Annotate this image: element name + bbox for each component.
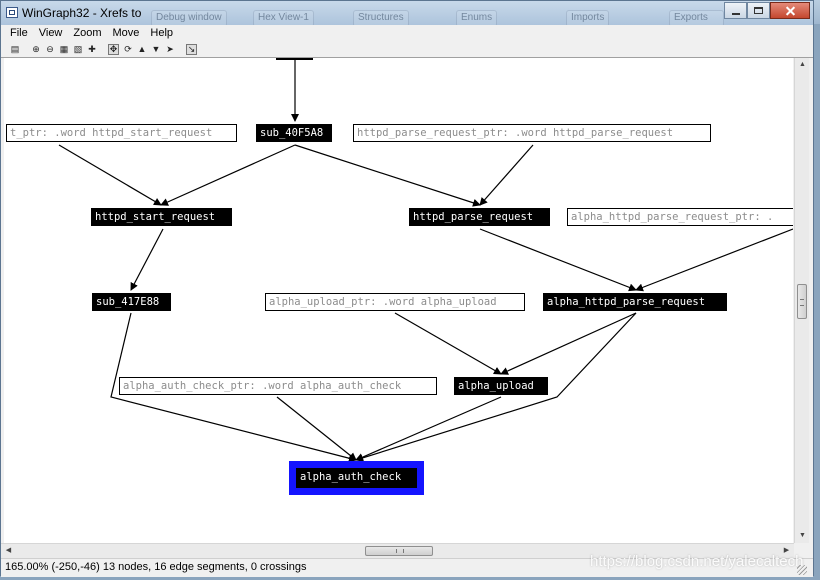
- edge-upload-ptr-upload: [394, 312, 502, 375]
- graph-node-sub-417e88[interactable]: sub_417E88: [92, 293, 171, 311]
- edge-sub40F5A8-parse: [294, 144, 481, 207]
- graph-node-alpha-upload[interactable]: alpha_upload: [454, 377, 548, 395]
- expand-icon[interactable]: ➤: [166, 44, 174, 54]
- menu-bar: File View Zoom Move Help: [1, 25, 813, 41]
- edge-auth-ptr-auth: [276, 396, 357, 461]
- menu-view[interactable]: View: [38, 27, 63, 39]
- vertical-scroll-thumb[interactable]: [797, 284, 807, 319]
- scroll-right-arrow-icon[interactable]: ▶: [783, 547, 790, 554]
- arrow-select-icon[interactable]: ↘: [186, 43, 197, 55]
- menu-help[interactable]: Help: [150, 27, 174, 39]
- edge-sub40F5A8-start: [160, 144, 296, 206]
- edge-start-sub417E88: [130, 228, 164, 291]
- graph-node-alpha-parse-request-ptr[interactable]: alpha_httpd_parse_request_ptr: .: [567, 208, 793, 226]
- edge-alpha-parse-upload: [500, 312, 637, 375]
- graph-node-alpha-auth-check[interactable]: alpha_auth_check: [289, 461, 424, 495]
- graph-edges: [58, 58, 793, 463]
- graph-node-httpd-parse-request[interactable]: httpd_parse_request: [409, 208, 550, 226]
- scroll-down-arrow-icon[interactable]: ▼: [799, 532, 806, 539]
- menu-file[interactable]: File: [10, 27, 28, 39]
- graph-canvas[interactable]: t_ptr: .word httpd_start_request sub_40F…: [4, 58, 793, 543]
- graph-node-start-request-ptr[interactable]: t_ptr: .word httpd_start_request: [6, 124, 237, 142]
- graph-node-httpd-start-request[interactable]: httpd_start_request: [91, 208, 232, 226]
- scroll-left-arrow-icon[interactable]: ◀: [5, 547, 12, 554]
- status-text: 165.00% (-250,-46) 13 nodes, 16 edge seg…: [5, 561, 307, 573]
- resize-grip-icon[interactable]: [797, 565, 807, 575]
- horizontal-scrollbar[interactable]: ◀ ▶: [1, 543, 794, 558]
- vertical-scrollbar[interactable]: ▲ ▼: [794, 58, 809, 543]
- rotate-icon[interactable]: ⟳: [124, 44, 132, 54]
- menu-move[interactable]: Move: [112, 27, 140, 39]
- scroll-up-arrow-icon[interactable]: ▲: [799, 61, 806, 68]
- menu-zoom[interactable]: Zoom: [73, 27, 102, 39]
- window-title: WinGraph32 - Xrefs to: [22, 6, 142, 20]
- reduce-icon[interactable]: ▼: [151, 44, 161, 54]
- watermark: https://blog.csdn.net/yalecaltech: [590, 553, 804, 570]
- status-bar: 165.00% (-250,-46) 13 nodes, 16 edge seg…: [1, 558, 813, 577]
- maximize-button[interactable]: [747, 2, 770, 19]
- zoom-in-icon[interactable]: ⊕: [32, 44, 40, 54]
- caption-buttons: [724, 2, 810, 20]
- zoom-out-icon[interactable]: ⊖: [46, 44, 54, 54]
- edge-parse-ptr-parse: [479, 144, 534, 206]
- move-graph-icon[interactable]: ✥: [108, 43, 119, 55]
- fit-window-icon[interactable]: ▦: [59, 44, 69, 54]
- graph-node-sub-40f5a8[interactable]: sub_40F5A8: [256, 124, 332, 142]
- minimize-button[interactable]: [724, 2, 747, 19]
- print-icon[interactable]: ▤: [10, 44, 20, 54]
- title-bar[interactable]: WinGraph32 - Xrefs to Debug window Hex V…: [1, 1, 813, 27]
- graph-node-alpha-httpd-parse-request[interactable]: alpha_httpd_parse_request: [543, 293, 727, 311]
- graph-node-alpha-upload-ptr[interactable]: alpha_upload_ptr: .word alpha_upload: [265, 293, 525, 311]
- zoom-100-icon[interactable]: ▧: [73, 44, 83, 54]
- toolbar: ▤ ⊕ ⊖ ▦ ▧ ✚ ✥ ⟳ ▲ ▼ ➤ ↘: [1, 41, 813, 58]
- close-button[interactable]: [770, 2, 810, 19]
- app-icon[interactable]: [6, 7, 18, 18]
- edge-sub417E88-auth: [110, 312, 357, 463]
- graph-node-alpha-auth-check-ptr[interactable]: alpha_auth_check_ptr: .word alpha_auth_c…: [119, 377, 437, 395]
- edge-start-ptr-start: [58, 144, 162, 206]
- edge-alpha-parse-ptr-alpha-parse: [635, 228, 793, 292]
- edge-alpha-parse-auth: [355, 312, 637, 462]
- edge-parse-alpha-parse: [479, 228, 637, 292]
- graph-node-alpha-auth-check-label: alpha_auth_check: [296, 468, 417, 488]
- graph-node-parse-request-ptr[interactable]: httpd_parse_request_ptr: .word httpd_par…: [353, 124, 711, 142]
- horizontal-scroll-thumb[interactable]: [365, 546, 433, 556]
- edge-upload-auth: [355, 396, 502, 461]
- move-node-icon[interactable]: ▲: [137, 44, 147, 54]
- center-icon[interactable]: ✚: [88, 44, 96, 54]
